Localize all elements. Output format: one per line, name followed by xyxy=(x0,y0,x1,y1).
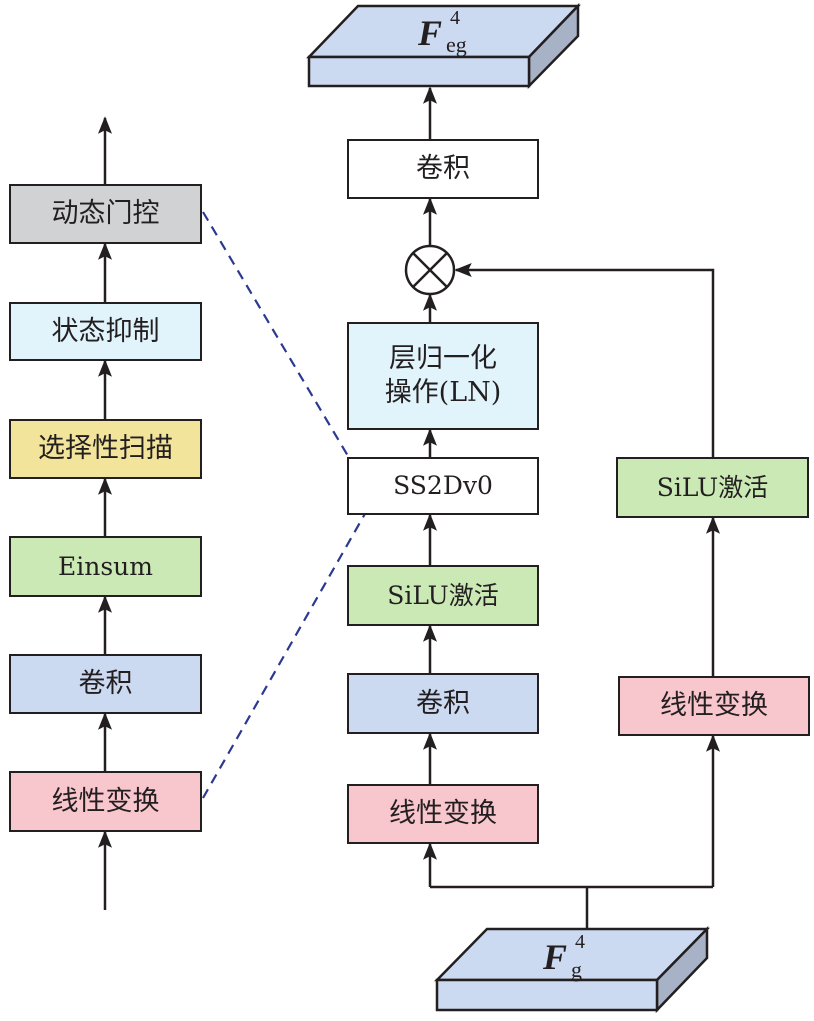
output-tensor-symbol: F xyxy=(418,13,443,53)
input-tensor-symbol: F xyxy=(543,937,568,977)
block-label: 动态门控 xyxy=(51,198,160,230)
dashed-link-bottom xyxy=(202,511,367,799)
block-linear-transform-left: 线性变换 xyxy=(9,771,202,832)
block-label: SS2Dv0 xyxy=(393,471,493,501)
block-selective-scan: 选择性扫描 xyxy=(9,419,202,479)
block-einsum: Einsum xyxy=(9,536,202,597)
output-tensor-superscript: 4 xyxy=(450,7,460,29)
block-label: SiLU激活 xyxy=(387,580,499,610)
block-output-conv: 卷积 xyxy=(347,139,539,199)
block-label: 卷积 xyxy=(78,668,133,700)
input-tensor-label: F 4 g xyxy=(543,931,623,982)
block-convolution-left: 卷积 xyxy=(9,654,202,714)
output-tensor-shape xyxy=(306,2,581,90)
input-tensor-superscript: 4 xyxy=(575,931,585,953)
block-label: 线性变换 xyxy=(660,690,768,722)
arrow-silu-branch-to-mult xyxy=(454,263,715,458)
output-tensor-label: F 4 eg xyxy=(418,7,498,58)
output-tensor-subscript: eg xyxy=(446,32,467,57)
block-layer-norm: 层归一化 操作(LN) xyxy=(347,322,539,430)
block-label: 状态抑制 xyxy=(51,315,160,347)
block-label: 线性变换 xyxy=(389,798,497,830)
block-linear-main: 线性变换 xyxy=(347,784,539,844)
dashed-link-top xyxy=(202,211,349,457)
multiply-node xyxy=(404,244,456,296)
block-dynamic-gating: 动态门控 xyxy=(9,184,202,244)
block-state-suppression: 状态抑制 xyxy=(9,302,202,361)
block-conv-main: 卷积 xyxy=(347,673,539,734)
block-label: 层归一化 操作(LN) xyxy=(384,343,502,408)
block-silu-main: SiLU激活 xyxy=(347,565,539,626)
block-label: 卷积 xyxy=(416,687,470,719)
block-label: SiLU激活 xyxy=(656,472,769,502)
block-ss2dv0: SS2Dv0 xyxy=(347,457,539,515)
block-linear-branch: 线性变换 xyxy=(618,676,810,736)
input-tensor-shape xyxy=(434,925,710,1014)
block-label: Einsum xyxy=(58,551,153,581)
block-silu-branch: SiLU激活 xyxy=(616,457,809,518)
block-label: 线性变换 xyxy=(51,785,160,817)
block-label: 选择性扫描 xyxy=(38,433,173,465)
input-tensor-subscript: g xyxy=(571,957,582,982)
block-label: 卷积 xyxy=(416,153,470,185)
